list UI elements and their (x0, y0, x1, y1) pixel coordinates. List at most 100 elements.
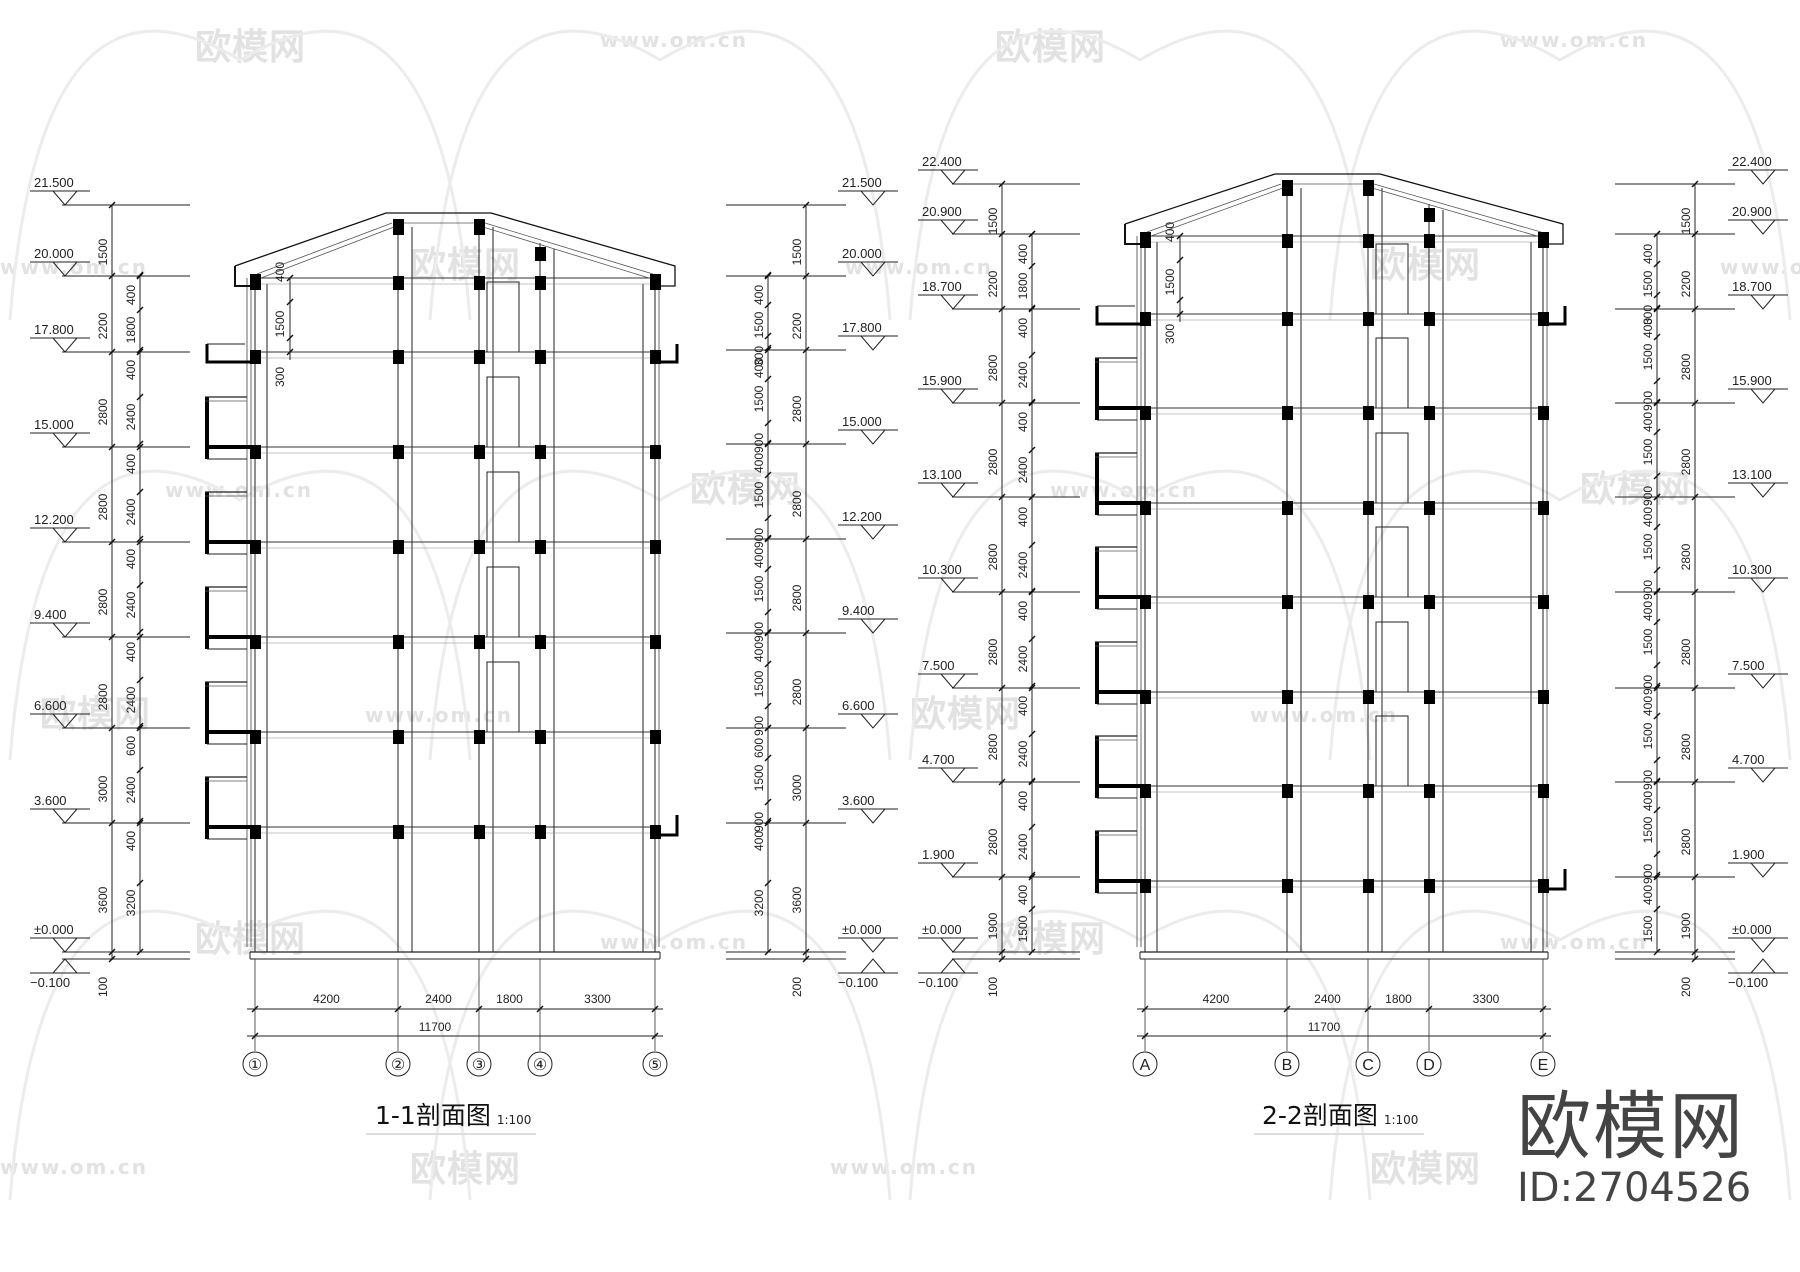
axis-label: ⑤ (648, 1057, 662, 1074)
dimension-text: 3000 (790, 774, 804, 801)
dimension-text: 300 (1163, 324, 1177, 344)
beam-section (1363, 406, 1374, 420)
dimension-text: 400 (124, 285, 138, 305)
dimension-text: 2400 (1016, 740, 1030, 767)
dimension-text: 2800 (986, 448, 1000, 475)
dimension-text: 400 (1016, 244, 1030, 264)
level-triangle (860, 335, 886, 351)
level-triangle (1750, 169, 1776, 185)
dimension-text: 400 (124, 831, 138, 851)
elevation-label: 12.200 (842, 509, 882, 524)
dimension-text: 400 (1016, 791, 1030, 811)
elevation-label: 4.700 (922, 752, 955, 767)
watermark-arc (428, 29, 892, 321)
dimension-text: 1900 (986, 912, 1000, 939)
axis-label: A (1140, 1057, 1151, 1074)
dimension-text: 2200 (986, 270, 1000, 297)
beam-section (1363, 784, 1374, 798)
level-triangle (52, 808, 78, 824)
dimension-text: 400 (124, 360, 138, 380)
elevation-label: 20.900 (922, 204, 962, 219)
dimension-text: 1500 (1679, 207, 1693, 234)
elevation-label: 1.900 (1732, 847, 1765, 862)
dimension-text: 400 (1641, 885, 1655, 905)
roof-outline (234, 212, 676, 287)
beam-section (1424, 406, 1435, 420)
dimension-text: 900 (752, 433, 766, 453)
elevation-label: ±0.000 (922, 922, 962, 937)
level-triangle (860, 618, 886, 634)
dimension-text: 2400 (1016, 361, 1030, 388)
dimension-text: 2400 (1016, 645, 1030, 672)
dimension-text: 3000 (96, 775, 110, 802)
dimension-text: 400 (752, 831, 766, 851)
beam-section (1363, 690, 1374, 704)
top-balcony (205, 344, 250, 364)
beam-section (650, 350, 661, 364)
beam-section (1363, 312, 1374, 326)
elevation-label: 20.900 (1732, 204, 1772, 219)
level-triangle (940, 388, 966, 404)
elevation-label: −0.100 (838, 975, 878, 990)
beam-section (250, 730, 261, 744)
dimension-text: 400 (752, 285, 766, 305)
door-outline (1375, 621, 1409, 692)
elevation-label: 22.400 (1732, 154, 1772, 169)
dimension-text: 2800 (1679, 828, 1693, 855)
beam-section (1424, 784, 1435, 798)
dimension-text: 400 (124, 454, 138, 474)
level-triangle (52, 527, 78, 543)
level-triangle (940, 219, 966, 235)
level-triangle (52, 713, 78, 729)
elevation-label: 21.500 (842, 175, 882, 190)
dimension-text: 2200 (1679, 270, 1693, 297)
beam-section (650, 540, 661, 554)
dimension-text: 2200 (790, 312, 804, 339)
beam-section (250, 825, 261, 839)
dimension-text: 1500 (1641, 816, 1655, 843)
axis-label: D (1423, 1057, 1435, 1074)
dimension-text: 3600 (96, 886, 110, 913)
dimension-text: 2800 (790, 584, 804, 611)
elevation-label: ±0.000 (34, 922, 74, 937)
level-triangle (1750, 767, 1776, 783)
column-section (250, 274, 261, 290)
brand-logo-name: 欧模网 (1517, 1084, 1745, 1170)
beam-section (474, 635, 485, 649)
beam-section (393, 635, 404, 649)
dimension-text: 1800 (496, 992, 523, 1006)
level-triangle (1750, 388, 1776, 404)
dimension-text: 400 (273, 262, 287, 282)
title-underline (1254, 1133, 1424, 1135)
beam-section (1363, 234, 1374, 248)
dimension-text: 11700 (419, 1020, 452, 1034)
elevation-label: 17.800 (842, 320, 882, 335)
section-title-text: 2-2剖面图 (1262, 1101, 1378, 1130)
dimension-text: 1500 (752, 311, 766, 338)
beam-section (393, 276, 404, 290)
elevation-label: 15.900 (922, 373, 962, 388)
beam-section (535, 350, 546, 364)
beam-section (650, 730, 661, 744)
dimension-text: 2800 (1679, 733, 1693, 760)
beam-section (1140, 501, 1151, 515)
beam-section (1282, 595, 1293, 609)
door-outline (1375, 337, 1409, 408)
beam-section (1424, 595, 1435, 609)
dimension-text: 400 (1641, 696, 1655, 716)
canopy (655, 815, 679, 837)
dimension-text: 400 (752, 358, 766, 378)
beam-section (1363, 879, 1374, 893)
level-triangle (940, 958, 966, 974)
beam-section (474, 276, 485, 290)
beam-section (1424, 234, 1435, 248)
beam-section (1140, 406, 1151, 420)
dimension-text: 400 (1016, 601, 1030, 621)
dimension-text: 2800 (986, 543, 1000, 570)
beam-section (250, 350, 261, 364)
beam-section (1282, 406, 1293, 420)
elevation-label: 13.100 (1732, 467, 1772, 482)
dimension-text: 400 (1016, 507, 1030, 527)
elevation-label: 9.400 (34, 607, 67, 622)
